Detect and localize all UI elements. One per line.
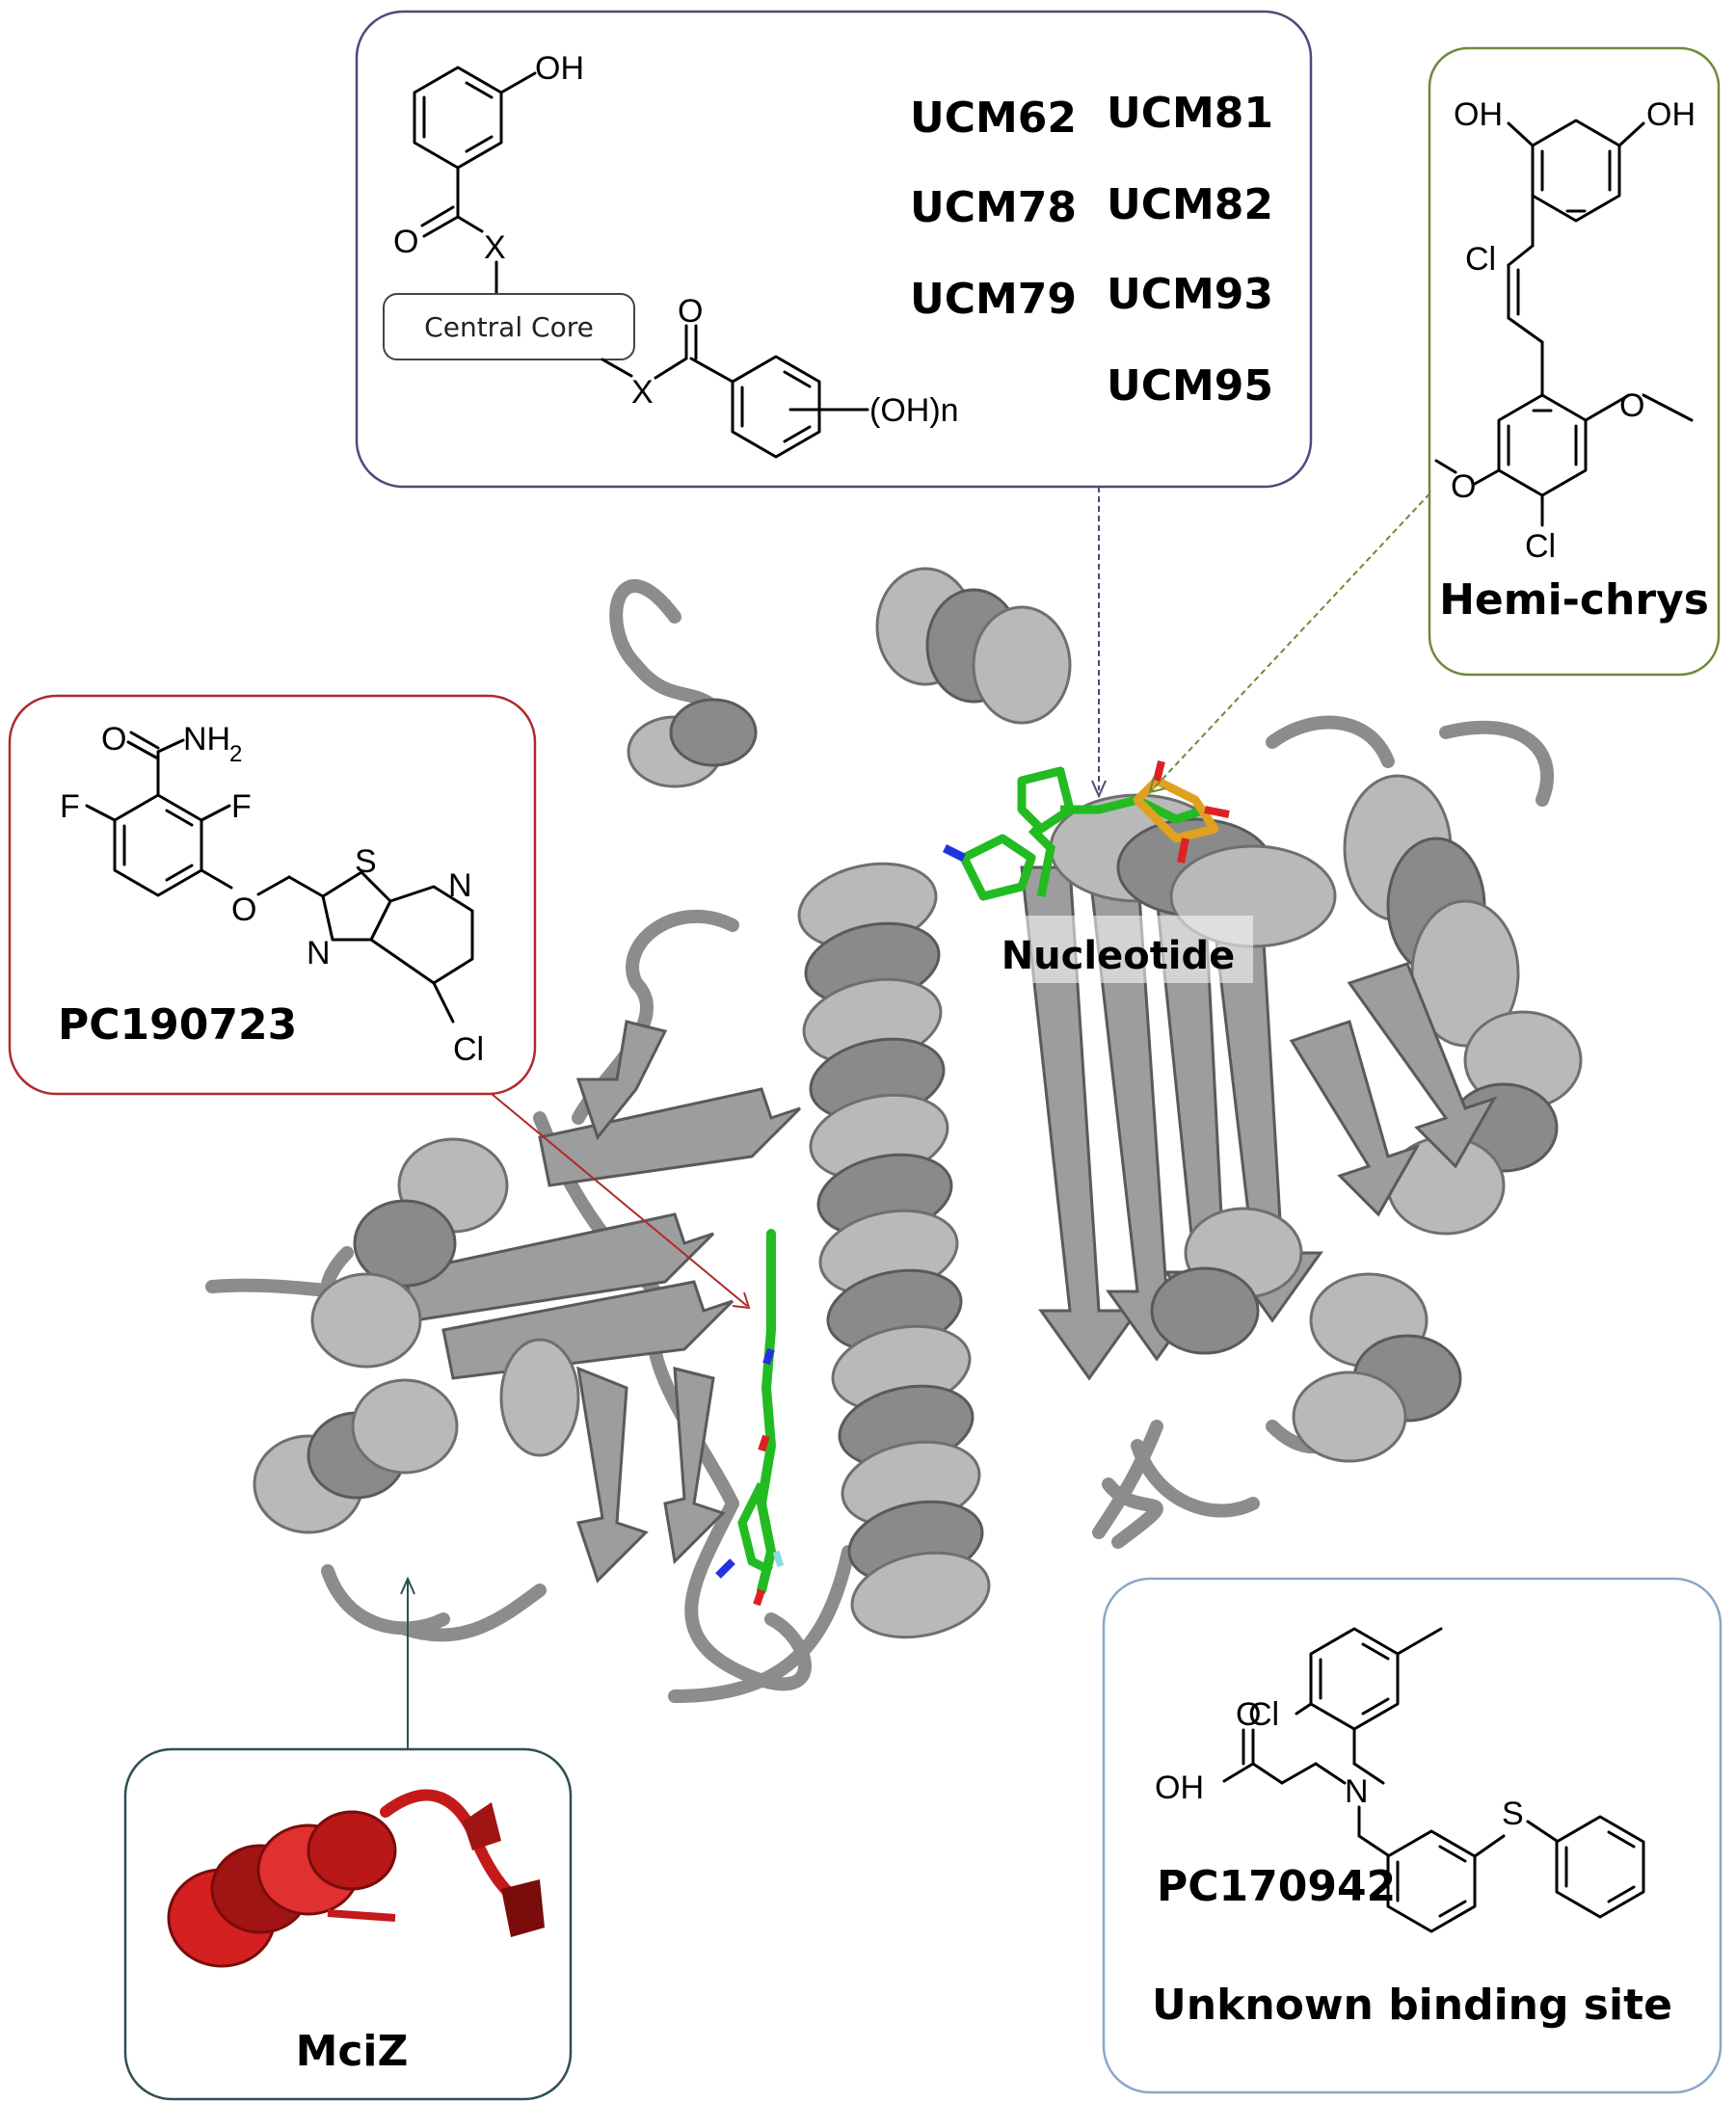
compound-ucm78: UCM78 [910,183,1077,232]
mciz-label: MciZ [296,2027,409,2076]
pc170942-site-label: Unknown binding site [1152,1981,1672,2030]
pc190723-o-amide: O [101,721,126,758]
pc190723-box-border [8,694,537,1096]
compound-ucm93: UCM93 [1107,270,1273,319]
nucleotide-ligand [942,760,1230,901]
ucm-benzene-bottom [731,355,821,459]
hemi-cl-bottom: Cl [1525,528,1556,565]
pc170942-label: PC170942 [1157,1862,1396,1911]
compound-ucm79: UCM79 [910,275,1077,324]
top-helix [627,567,1072,788]
pc190723-o-ether: O [231,891,256,928]
ucm-o2: O [678,293,703,330]
nucleotide-label-backdrop [974,916,1253,983]
pc170942-n: N [1345,1773,1369,1810]
pc190723-nh-sub: 2 [229,741,242,767]
hemi-arrow [1151,486,1437,791]
central-helix [797,862,991,1639]
ucm-box-border [355,10,1313,489]
pc190723-nh: NH [183,721,230,758]
hemi-chrys-label: Hemi-chrys [1439,575,1709,625]
compound-ucm81: UCM81 [1107,89,1273,138]
ucm-o1: O [393,224,418,260]
compound-ucm82: UCM82 [1107,180,1273,229]
pc170942-oh: OH [1155,1769,1204,1806]
pc190723-f-left: F [60,788,80,825]
ucm-x1: X [484,229,506,266]
pc190723-n-thz: N [307,935,331,971]
pc190723-box: O NH 2 F F O S N N Cl PC190723 [8,694,537,1096]
central-core-box [383,293,635,360]
pc190723-f-right: F [231,788,252,825]
connector-arrows [400,486,1437,1749]
mciz-ribbon [167,1789,545,1968]
hemi-oh-right: OH [1646,96,1696,133]
hemi-oh-left: OH [1454,96,1503,133]
hemi-o-right: O [1619,387,1644,424]
hemi-box-border [1428,46,1721,677]
compound-ucm95: UCM95 [1107,361,1273,411]
pc190723-ligand [715,1229,785,1607]
hemi-chrys-box: OH OH Cl O O Cl Hemi-chrys [1428,46,1721,677]
mciz-box: MciZ [123,1747,573,2101]
pc190723-label: PC190723 [58,1000,297,1050]
nucleotide-label: Nucleotide [1002,934,1236,978]
pc190723-cl: Cl [453,1031,484,1068]
central-core-label: Central Core [424,311,594,343]
pc170942-box: Cl N O OH S PC170942 Unknown binding sit… [1102,1577,1723,2094]
pc170942-o: O [1236,1696,1261,1733]
pc190723-s: S [355,843,377,880]
left-domain [253,1020,802,1583]
ucm-oh-top: OH [535,50,584,87]
ucm-x2: X [631,374,654,411]
pc190723-pyridine [369,885,474,985]
pc170942-s: S [1502,1796,1524,1832]
ucm-compounds-box: OH O X Central Core X O (OH)n UCM62 UCM8… [355,10,1313,489]
pc190723-arrow [491,1093,748,1307]
compound-ucm62: UCM62 [910,93,1077,143]
ftsz-protein-ribbon [205,567,1583,1703]
right-domain [1020,774,1583,1463]
hemi-cl-top: Cl [1465,241,1496,278]
pc170942-ring-phenyl [1555,1815,1645,1919]
pc190723-n-pyr: N [448,867,472,904]
ucm-ohn: (OH)n [869,392,959,429]
hemi-o-left: O [1451,468,1476,505]
mciz-box-border [123,1747,573,2101]
pc170942-box-border [1102,1577,1723,2094]
pc170942-cl: Cl [1248,1696,1279,1733]
